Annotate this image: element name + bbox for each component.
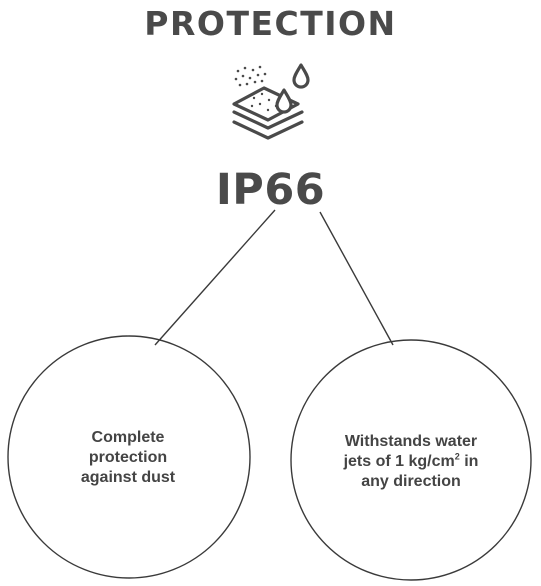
node-circle-water [290,339,532,581]
connector-line-left [154,209,276,346]
ip-rating-label: IP66 [215,165,326,215]
node-text-line: protection [88,449,168,466]
node-text-line: Complete [91,429,165,446]
superscript-exponent: 2 [454,451,460,462]
node-text-line: any direction [361,473,461,490]
node-text-fragment: jets of 1 kg/cm [343,453,455,470]
node-text-dust: Complete protection against dust [43,428,213,488]
node-text-water: Withstands water jets of 1 kg/cm2 in any… [326,432,496,492]
dust-and-water-layers-icon [232,63,310,140]
node-text-line: Withstands water [344,433,478,450]
node-circle-dust [7,335,251,579]
node-text-line: jets of 1 kg/cm2 in [326,452,496,472]
connector-line-right [319,211,394,346]
node-text-fragment: in [459,453,479,470]
page-title: PROTECTION [144,4,397,43]
node-text-line: against dust [80,469,176,486]
